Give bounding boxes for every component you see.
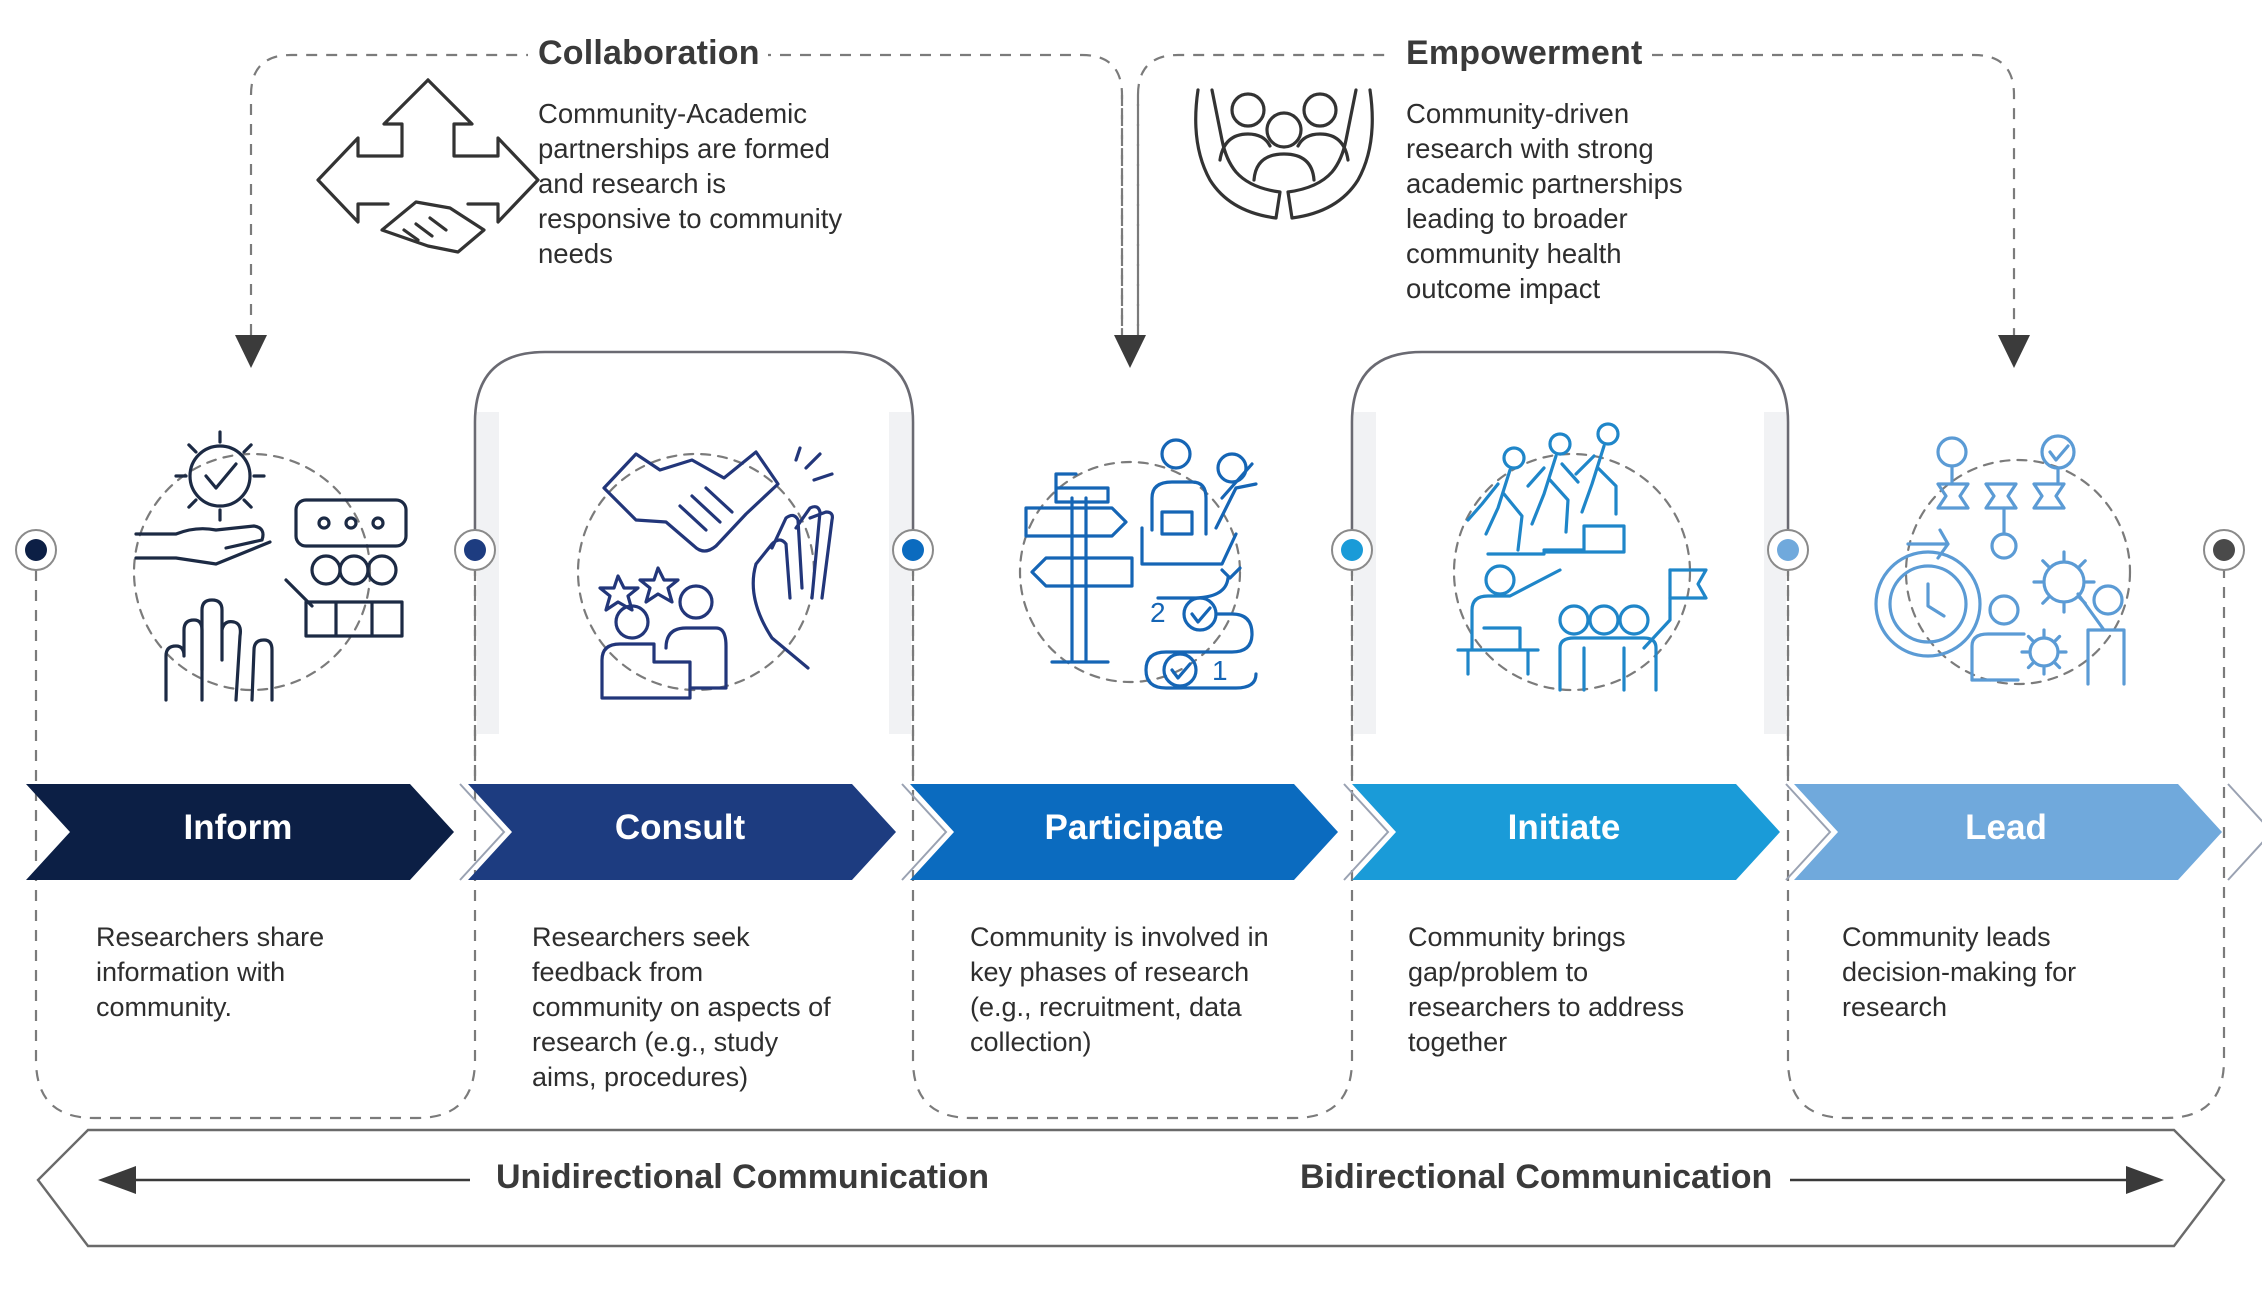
handshake-feedback-icon (576, 446, 834, 700)
hands-holding-people-icon (1194, 88, 1374, 220)
description-line: Community brings (1408, 922, 1626, 952)
arrow-down-inform (235, 335, 267, 368)
svg-text:1: 1 (1212, 655, 1228, 686)
unidirectional-communication-label: Unidirectional Communication (482, 1158, 1004, 1197)
frame-dashed-inform (34, 570, 477, 1120)
description-line: research (1842, 992, 1948, 1022)
description-line: collection) (970, 1027, 1092, 1057)
description-line: aims, procedures) (532, 1062, 749, 1092)
frame-shadow (1354, 412, 1376, 734)
collaboration-text-line: and research is (538, 168, 727, 199)
stage-label-inform: Inform (183, 808, 293, 847)
divider-dot (1341, 539, 1363, 561)
engagement-icon (132, 430, 408, 702)
description-line: feedback from (532, 957, 704, 987)
arrow-down-participate (1114, 335, 1146, 368)
icon-dashed-circle (576, 452, 816, 692)
stage-description-inform: Researchers share information with commu… (96, 920, 324, 1025)
collaboration-text-line: needs (538, 238, 613, 269)
svg-text:2: 2 (1150, 597, 1166, 628)
description-line: community. (96, 992, 233, 1022)
chevron-lead (1794, 784, 2222, 880)
chevron-inform (26, 784, 454, 880)
empowerment-text-line: community health (1406, 238, 1622, 269)
divider-dot (25, 539, 47, 561)
chevron-consult (468, 784, 896, 880)
chevron-outline (1343, 783, 1390, 881)
divider-dot (902, 539, 924, 561)
stage-label-consult: Consult (614, 808, 746, 847)
stage-label-lead: Lead (1965, 808, 2047, 847)
divider-dot (464, 539, 486, 561)
stage-label-participate: Participate (1044, 808, 1224, 847)
description-line: gap/problem to (1408, 957, 1589, 987)
workflow-leadership-icon (1874, 434, 2132, 686)
icon-dashed-circle (1018, 460, 1242, 684)
frame-dashed-participate (911, 570, 1354, 1120)
frame-arch-initiate (1350, 350, 1790, 535)
handshake-arrows-icon (316, 78, 540, 254)
chevron-initiate (1352, 784, 1780, 880)
arrow-down-lead (1998, 335, 2030, 368)
frame-shadow (477, 412, 499, 734)
description-line: research (e.g., study (532, 1027, 779, 1057)
empowerment-text-line: academic partnerships (1406, 168, 1683, 199)
right-arrowhead-icon (2126, 1166, 2164, 1194)
description-line: researchers to address (1408, 992, 1685, 1022)
icon-dashed-circle (132, 452, 372, 692)
description-line: key phases of research (970, 957, 1250, 987)
empowerment-text-line: Community-driven (1406, 98, 1630, 129)
divider-dot (1777, 539, 1799, 561)
bidirectional-communication-label: Bidirectional Communication (1286, 1158, 1787, 1197)
description-line: (e.g., recruitment, data (970, 992, 1242, 1022)
description-line: Researchers share (96, 922, 325, 952)
chevron-outline (901, 783, 948, 881)
empowerment-text-line: outcome impact (1406, 273, 1601, 304)
collaboration-text-line: responsive to community (538, 203, 843, 234)
frame-dashed-lead (1786, 570, 2226, 1120)
empowerment-title: Empowerment (1398, 34, 1651, 73)
stage-label-initiate: Initiate (1507, 808, 1621, 847)
description-line: Researchers seek (532, 922, 750, 952)
collaboration-title: Collaboration (530, 34, 768, 73)
collaboration-text: Community-Academic partnerships are form… (538, 96, 842, 271)
connector-empowerment (1136, 53, 2016, 335)
description-line: information with (96, 957, 286, 987)
collaboration-text-line: Community-Academic (538, 98, 807, 129)
divider-dot (2213, 539, 2235, 561)
collaboration-text-line: partnerships are formed (538, 133, 830, 164)
frame-shadow (889, 412, 911, 734)
communication-frame (36, 1128, 2226, 1248)
description-line: community on aspects of (532, 992, 831, 1022)
stage-description-consult: Researchers seek feedback from community… (532, 920, 831, 1095)
icon-dashed-circle (1452, 452, 1692, 692)
description-line: together (1408, 1027, 1508, 1057)
chevron-outline (2227, 783, 2262, 881)
frame-arch-consult (473, 350, 915, 535)
description-line: Community leads (1842, 922, 2051, 952)
description-line: decision-making for (1842, 957, 2077, 987)
stage-description-participate: Community is involved in key phases of r… (970, 920, 1269, 1060)
signpost-process-icon: 21 (1018, 438, 1258, 690)
icon-dashed-circle (1904, 458, 2132, 686)
left-arrowhead-icon (98, 1166, 136, 1194)
stage-description-initiate: Community brings gap/problem to research… (1408, 920, 1684, 1060)
connector-collaboration (249, 53, 1124, 335)
chevron-outline (1785, 783, 1832, 881)
chevron-participate (910, 784, 1338, 880)
frame-shadow (1764, 412, 1786, 734)
chevron-outline (459, 783, 506, 881)
description-line: Community is involved in (970, 922, 1269, 952)
stage-description-lead: Community leads decision-making for rese… (1842, 920, 2076, 1025)
empowerment-text: Community-driven research with strong ac… (1406, 96, 1683, 306)
empowerment-text-line: research with strong (1406, 133, 1654, 164)
climbing-team-icon (1452, 422, 1708, 692)
empowerment-text-line: leading to broader (1406, 203, 1628, 234)
